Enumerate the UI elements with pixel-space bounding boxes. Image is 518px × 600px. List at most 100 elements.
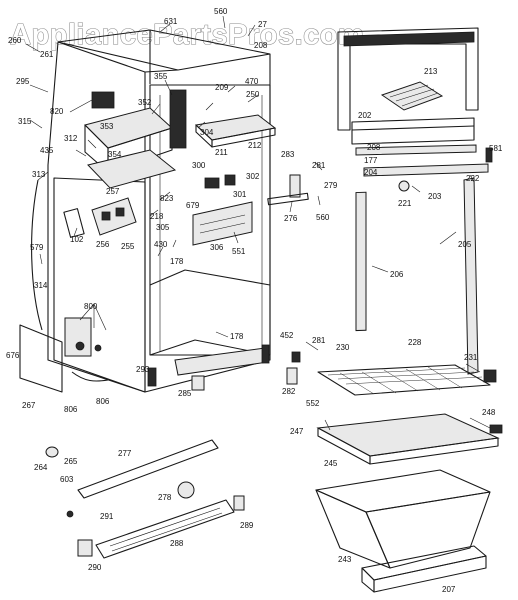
part-label: 260 xyxy=(8,36,22,45)
part-label: 581 xyxy=(489,144,503,153)
part-label: 560 xyxy=(316,213,330,222)
door-bin xyxy=(361,545,487,593)
grille-frame-277 xyxy=(77,439,219,499)
part-label: 256 xyxy=(96,240,110,249)
part-label: 206 xyxy=(390,270,404,279)
part-label: 222 xyxy=(466,174,480,183)
part-label: 228 xyxy=(408,338,422,347)
part-label: 354 xyxy=(108,150,122,159)
part-label: 102 xyxy=(70,235,84,244)
part-label: 551 xyxy=(232,247,246,256)
part-label: 204 xyxy=(364,168,378,177)
part-label: 245 xyxy=(324,459,338,468)
ice-tray xyxy=(380,81,444,111)
part-label: 676 xyxy=(6,351,20,360)
part-label: 820 xyxy=(50,107,64,116)
evaporator-assembly xyxy=(84,89,187,189)
part-label: 207 xyxy=(442,585,456,594)
part-label: 679 xyxy=(186,201,200,210)
part-label: 178 xyxy=(230,332,244,341)
part-label: 800 xyxy=(84,302,98,311)
leader-lines xyxy=(25,15,491,431)
bottom-grille xyxy=(95,499,235,559)
door-handle xyxy=(485,147,493,163)
part-label: 208 xyxy=(254,41,268,50)
part-label: 283 xyxy=(281,150,295,159)
part-label: 281 xyxy=(312,161,326,170)
part-label: 312 xyxy=(64,134,78,143)
part-label: 230 xyxy=(336,343,350,352)
part-label: 212 xyxy=(248,141,262,150)
crisper-drawer xyxy=(315,469,491,569)
part-label: 218 xyxy=(150,212,164,221)
wire-shelf xyxy=(317,364,491,396)
grille-knob xyxy=(45,446,59,458)
part-label: 288 xyxy=(170,539,184,548)
part-label: 243 xyxy=(338,555,352,564)
grille-clip-289 xyxy=(233,495,245,511)
part-label: 314 xyxy=(34,281,48,290)
cabinet xyxy=(47,29,271,393)
part-label: 353 xyxy=(100,122,114,131)
door-gasket-left xyxy=(355,191,367,332)
part-label: 806 xyxy=(64,405,78,414)
part-label: 305 xyxy=(156,223,170,232)
part-label: 278 xyxy=(158,493,172,502)
part-label: 823 xyxy=(160,194,174,203)
watermark: AppliancePartsPros.com xyxy=(10,19,364,51)
fan-motor xyxy=(177,481,195,499)
part-label: 203 xyxy=(428,192,442,201)
hinge-282 xyxy=(286,367,298,385)
part-label: 257 xyxy=(106,187,120,196)
part-label: 293 xyxy=(136,365,150,374)
door-rail-208 xyxy=(355,144,477,156)
control-panel xyxy=(192,174,253,246)
part-label: 603 xyxy=(60,475,74,484)
door-gasket-right xyxy=(463,177,479,375)
part-label: 261 xyxy=(40,50,54,59)
part-label: 178 xyxy=(170,257,184,266)
part-label: 435 xyxy=(40,146,54,155)
back-panel xyxy=(19,324,63,393)
part-label: 302 xyxy=(246,172,260,181)
grille-screw xyxy=(66,510,74,518)
roller-231 xyxy=(483,369,497,383)
drain-tube xyxy=(31,179,43,331)
part-label: 806 xyxy=(96,397,110,406)
part-label: 631 xyxy=(164,17,178,26)
part-label: 579 xyxy=(30,243,44,252)
part-label: 470 xyxy=(245,77,259,86)
compressor-area xyxy=(64,317,109,382)
part-label: 264 xyxy=(34,463,48,472)
part-label: 281 xyxy=(312,336,326,345)
part-label: 27 xyxy=(258,20,267,29)
part-label: 313 xyxy=(32,170,46,179)
part-label: 306 xyxy=(210,243,224,252)
part-label: 300 xyxy=(192,161,206,170)
part-label: 202 xyxy=(358,111,372,120)
part-labels: 560 27 631 208 260 261 295 820 355 352 4… xyxy=(6,7,503,594)
part-label: 209 xyxy=(215,83,229,92)
freezer-door-liner xyxy=(337,27,479,131)
part-label: 221 xyxy=(398,199,412,208)
part-label: 301 xyxy=(233,190,247,199)
part-label: 352 xyxy=(138,98,152,107)
part-label: 289 xyxy=(240,521,254,530)
part-label: 211 xyxy=(215,148,228,157)
part-label: 355 xyxy=(154,72,168,81)
door-stop xyxy=(398,180,410,192)
part-label: 255 xyxy=(121,242,135,251)
part-label: 290 xyxy=(88,563,102,572)
door-rail-203 xyxy=(363,163,489,177)
part-label: 265 xyxy=(64,457,78,466)
leveling-leg xyxy=(191,375,205,391)
freezer-shelf xyxy=(194,114,277,148)
slide-248 xyxy=(489,424,503,434)
part-label: 267 xyxy=(22,401,36,410)
hinge-452 xyxy=(291,351,301,363)
light-switch-assembly xyxy=(63,197,137,238)
part-label: 277 xyxy=(118,449,132,458)
hinge-283 xyxy=(289,174,301,198)
part-label: 208 xyxy=(367,143,381,152)
